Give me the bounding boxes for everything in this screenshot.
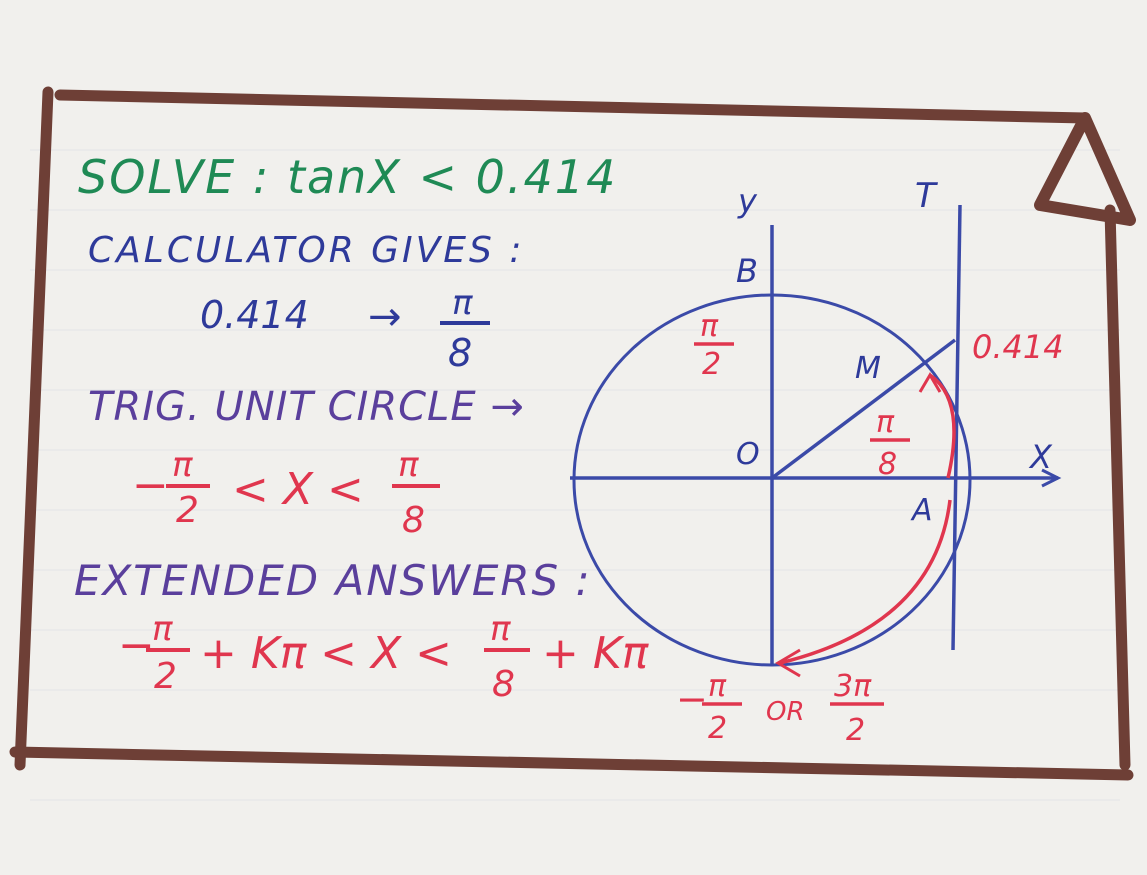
interval-left-denominator: 2 [176,490,199,531]
interval-left-sign: − [132,460,169,511]
bottom-or: OR [766,697,805,727]
label-m: M [855,351,881,386]
bottom-left-sign: − [676,677,708,721]
red-arc-arrowhead-bottom [775,648,801,678]
bottom-left-numerator: π [708,669,727,704]
red-arc-arrowhead-m [918,372,942,393]
general-middle: + Kπ < X < [200,628,452,679]
general-right-denominator: 8 [492,664,515,705]
angle-numerator: π [876,405,895,440]
title-line: SOLVE : tanX < 0.414 [78,150,617,204]
red-arc-lower [779,499,952,665]
arc-top-numerator: π [700,309,719,344]
general-left-sign: − [118,620,155,671]
bottom-right-denominator: 2 [846,713,865,748]
bottom-left-denominator: 2 [708,711,727,746]
x-axis-arrowhead [1041,468,1062,488]
label-b: B [736,252,758,290]
calculator-line: CALCULATOR GIVES : [88,230,524,271]
ruled-lines [30,149,1120,801]
label-y: y [737,182,758,220]
general-tail: + Kπ [542,628,650,679]
card-frame [9,86,1136,781]
interval-right-numerator: π [398,445,419,485]
interval-middle: < X < [232,464,364,515]
trig-line: TRIG. UNIT CIRCLE → [88,384,525,430]
extended-line: EXTENDED ANSWERS : [74,556,592,605]
calc-arrow: → [368,294,402,340]
general-left-denominator: 2 [154,656,177,697]
radius-line-om [770,338,957,480]
angle-denominator: 8 [878,447,897,482]
general-right-numerator: π [490,609,511,649]
unit-circle-diagram: y T B M O A X 0.414 π 2 π 8 − π 2 OR 3π … [570,176,1064,748]
label-a: A [910,493,933,528]
label-x: X [1028,438,1053,476]
calc-value: 0.414 [200,293,309,337]
interval-right-denominator: 8 [402,500,425,541]
general-left-numerator: π [152,609,173,649]
interval-left-numerator: π [172,445,193,485]
tangent-line [951,204,962,651]
calc-fraction-numerator: π [452,283,473,323]
bottom-right-numerator: 3π [834,669,872,704]
label-o: O [736,437,760,472]
tan-value-label: 0.414 [972,328,1064,366]
arc-top-denominator: 2 [702,347,721,382]
label-t: T [915,176,938,216]
calc-fraction-denominator: 8 [448,331,472,375]
red-arc-right [928,373,956,479]
